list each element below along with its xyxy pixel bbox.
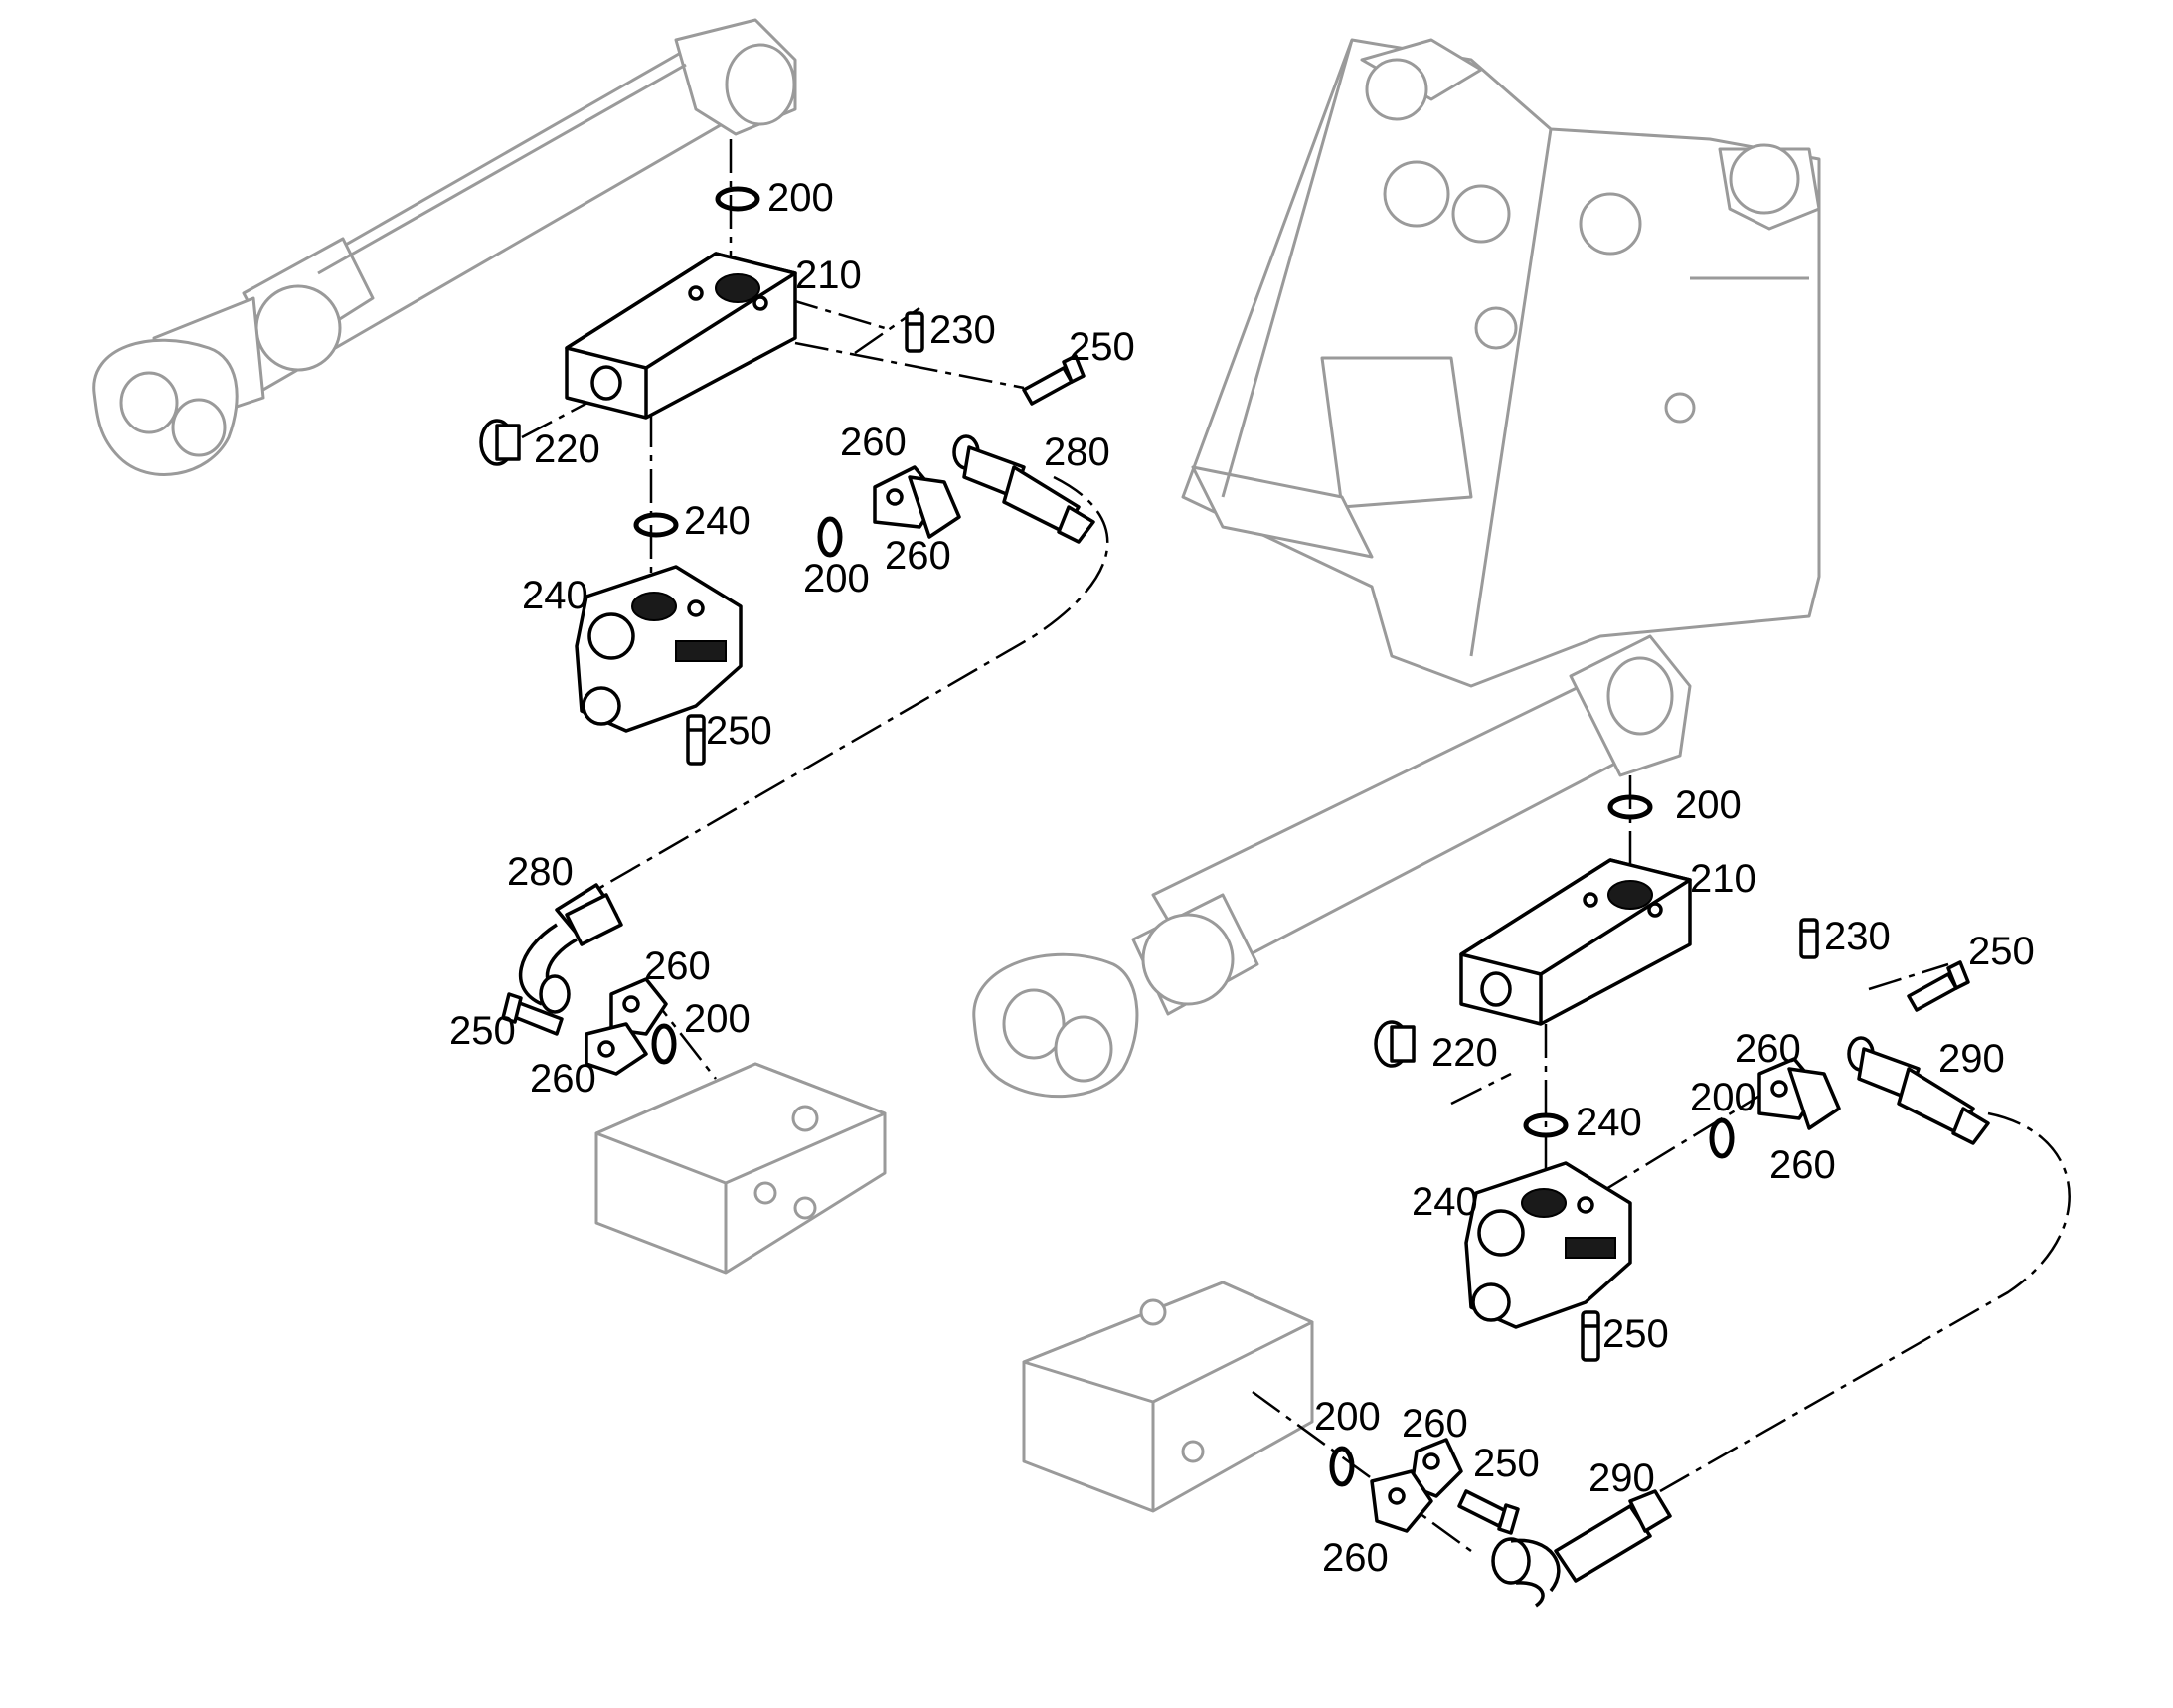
callout-260: 260 bbox=[1769, 1143, 1836, 1187]
clamp-260-right bbox=[1757, 1057, 1841, 1130]
hose-280-lower bbox=[518, 883, 623, 1014]
loader-frame bbox=[1181, 38, 1821, 688]
callout-250: 250 bbox=[1602, 1312, 1669, 1356]
callout-260: 260 bbox=[1402, 1402, 1468, 1446]
callout-230: 230 bbox=[1824, 915, 1891, 958]
hose-290-right bbox=[1847, 1036, 1990, 1145]
callout-280: 280 bbox=[507, 850, 574, 894]
oring-200-right-side bbox=[1709, 1117, 1735, 1159]
callout-260: 260 bbox=[885, 534, 951, 578]
clamp-260-right-bottom-lower bbox=[1370, 1469, 1433, 1533]
screw-250-upper-lower bbox=[686, 714, 706, 766]
clamp-260-lower-bottom bbox=[585, 1022, 648, 1076]
screw-250-upper-right bbox=[1022, 354, 1086, 406]
callout-240: 240 bbox=[684, 499, 751, 543]
callout-250: 250 bbox=[1473, 1442, 1540, 1485]
callout-240: 240 bbox=[522, 574, 588, 617]
callout-210: 210 bbox=[1690, 857, 1756, 901]
screw-230-right bbox=[1799, 918, 1819, 959]
callout-200: 200 bbox=[803, 557, 870, 600]
callout-260: 260 bbox=[840, 421, 907, 464]
plate-210-right bbox=[1459, 858, 1692, 1026]
screw-230-upper bbox=[905, 311, 924, 353]
plug-220-upper bbox=[479, 419, 521, 466]
valve-240-upper bbox=[575, 565, 743, 733]
oring-200-upper bbox=[715, 186, 760, 212]
callout-250: 250 bbox=[706, 709, 772, 753]
callout-230: 230 bbox=[929, 308, 996, 352]
screw-250-right-lower bbox=[1581, 1310, 1600, 1362]
oring-240-upper bbox=[633, 512, 679, 538]
valve-block-left bbox=[594, 1062, 887, 1275]
screw-250-right-bottom bbox=[1457, 1489, 1520, 1535]
callout-250: 250 bbox=[1968, 930, 2035, 973]
callout-260: 260 bbox=[1735, 1027, 1801, 1071]
callout-220: 220 bbox=[1431, 1031, 1498, 1075]
clamp-260-upper bbox=[873, 465, 961, 539]
callout-210: 210 bbox=[795, 254, 862, 297]
callout-labels: 200 210 230 250 220 260 280 240 200 260 … bbox=[449, 176, 2035, 1580]
callout-290: 290 bbox=[1588, 1456, 1655, 1500]
callout-260: 260 bbox=[530, 1057, 596, 1101]
callout-200: 200 bbox=[1690, 1076, 1756, 1119]
valve-240-right bbox=[1464, 1161, 1632, 1329]
cylinder-lower-center bbox=[972, 634, 1692, 1099]
callout-240: 240 bbox=[1576, 1101, 1642, 1144]
hose-280-upper bbox=[952, 434, 1095, 544]
hose-290-right-bottom bbox=[1491, 1489, 1672, 1608]
callout-290: 290 bbox=[1938, 1037, 2005, 1081]
oring-200-lower-left bbox=[651, 1023, 677, 1065]
oring-200-right-bottom bbox=[1329, 1446, 1355, 1487]
callout-200: 200 bbox=[1675, 783, 1742, 827]
screw-250-right-top bbox=[1907, 960, 1970, 1012]
clamp-260-lower-top bbox=[609, 977, 668, 1036]
oring-200-right-top bbox=[1607, 794, 1653, 820]
callout-250: 250 bbox=[449, 1009, 516, 1053]
callout-280: 280 bbox=[1044, 430, 1110, 474]
screw-250-lower-left bbox=[501, 992, 564, 1036]
cylinder-upper-left bbox=[92, 18, 797, 476]
callout-200: 200 bbox=[684, 997, 751, 1041]
callout-250: 250 bbox=[1069, 325, 1135, 369]
oring-200-upper-side bbox=[817, 516, 843, 558]
callout-240: 240 bbox=[1412, 1180, 1478, 1224]
callout-260: 260 bbox=[644, 944, 711, 988]
callout-200: 200 bbox=[767, 176, 834, 220]
plug-220-right bbox=[1374, 1020, 1416, 1068]
callout-260: 260 bbox=[1322, 1536, 1389, 1580]
callout-200: 200 bbox=[1314, 1395, 1381, 1439]
plate-210-upper bbox=[565, 252, 797, 420]
valve-block-right bbox=[1022, 1281, 1314, 1513]
callout-220: 220 bbox=[534, 427, 600, 471]
oring-240-right bbox=[1523, 1112, 1569, 1138]
